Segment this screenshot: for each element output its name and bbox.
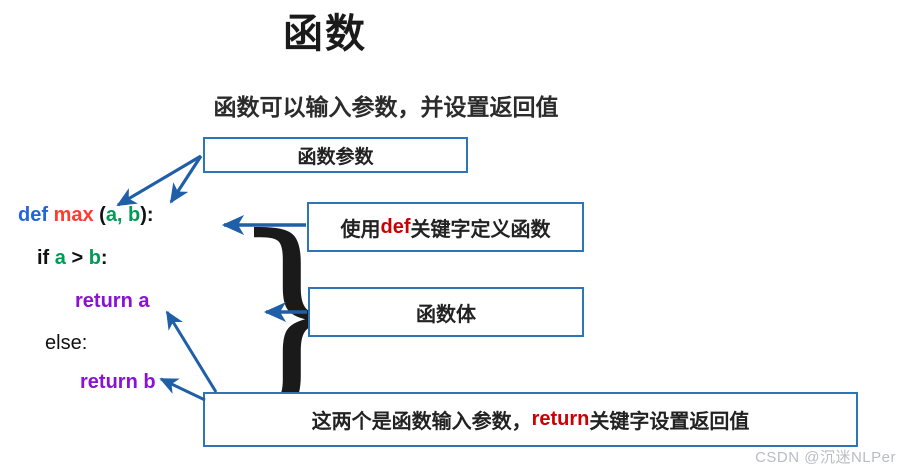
callout-function-body: 函数体 [308, 287, 584, 337]
token-return-a: return a [75, 290, 150, 312]
callout-return-prefix: 这两个是函数输入参数， [311, 411, 532, 433]
token-var-a: a [54, 247, 66, 269]
token-return-b: return b [80, 371, 156, 393]
code-line-def: def max (a, b): [18, 205, 154, 225]
callout-return-suffix: 关键字设置返回值 [589, 411, 750, 433]
code-line-return-a: return a [75, 291, 149, 311]
token-close-paren: ): [140, 204, 154, 226]
curly-brace-icon: } [229, 194, 357, 427]
callout-function-params-label: 函数参数 [297, 146, 374, 168]
arrow-params-to-b [169, 155, 203, 204]
callout-def-suffix: 关键字定义函数 [410, 218, 551, 241]
callout-def-keyword: 使用 def 关键字定义函数 [307, 202, 584, 252]
token-open-paren: ( [93, 204, 106, 226]
token-arguments: a, b [105, 204, 141, 226]
token-operator-gt: > [65, 247, 89, 269]
page-title: 函数 [283, 12, 367, 56]
callout-return-keyword-token: return [531, 408, 590, 430]
callout-def-prefix: 使用 [340, 218, 381, 241]
token-function-name: max [53, 204, 94, 226]
callout-function-body-label: 函数体 [416, 303, 476, 326]
callout-def-keyword-token: def [380, 215, 411, 238]
token-colon: : [100, 247, 108, 269]
page-subtitle: 函数可以输入参数，并设置返回值 [213, 94, 559, 120]
token-keyword-def: def [18, 204, 48, 226]
token-var-b: b [88, 247, 101, 269]
token-keyword-else: else: [45, 332, 88, 354]
callout-function-params: 函数参数 [203, 137, 468, 173]
watermark: CSDN @沉迷NLPer [755, 449, 896, 466]
token-keyword-if: if [37, 247, 55, 269]
code-line-if: if a > b: [37, 248, 108, 268]
code-block: def max (a, b): if a > b: return a else:… [18, 205, 156, 465]
code-line-return-b: return b [80, 372, 156, 392]
arrow-params-to-a [116, 154, 202, 207]
arrow-return-callout-to-return-b [159, 377, 206, 402]
arrow-return-callout-to-return-a [165, 310, 218, 393]
callout-return-keyword: 这两个是函数输入参数，return 关键字设置返回值 [203, 392, 858, 447]
code-line-else: else: [45, 333, 87, 353]
